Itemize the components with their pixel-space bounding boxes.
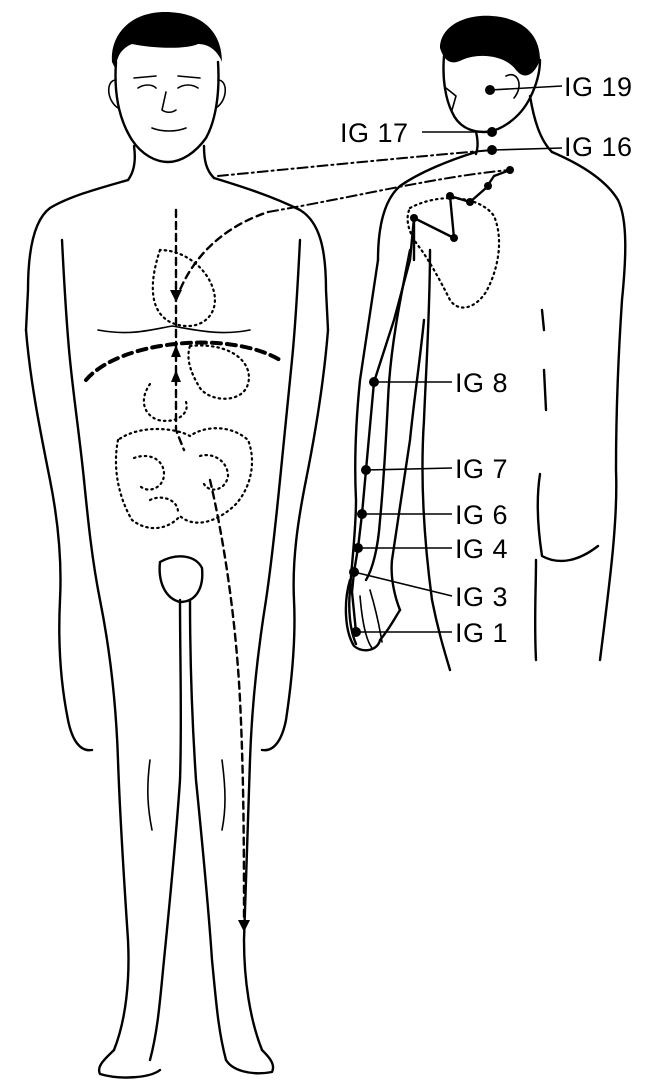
front-torso-right — [280, 240, 300, 480]
point-scapula-4[interactable] — [446, 192, 454, 200]
arrow-3 — [171, 370, 181, 382]
label-ig17: IG 17 — [340, 120, 409, 147]
duodenum-outline — [144, 384, 187, 421]
label-ig3: IG 3 — [455, 584, 508, 611]
arrow-2 — [171, 345, 181, 357]
back-hair — [440, 16, 540, 76]
front-eye-right — [178, 85, 198, 88]
label-ig8: IG 8 — [455, 370, 508, 397]
connector-shoulder — [268, 170, 510, 212]
back-spine — [542, 310, 546, 410]
stomach-outline — [188, 345, 248, 398]
back-ear — [506, 75, 519, 98]
back-figure — [346, 16, 625, 670]
meridian-vertical — [176, 210, 184, 450]
front-foot-right — [226, 1050, 273, 1073]
front-figure — [26, 12, 328, 1077]
meridian-to-shoulder — [176, 212, 268, 300]
front-inner-leg-right — [190, 600, 226, 1060]
front-hair — [112, 12, 222, 70]
heart-outline — [153, 250, 215, 326]
label-ig19: IG 19 — [564, 74, 633, 101]
front-neck-right — [204, 146, 214, 178]
front-inner-leg-left — [150, 600, 181, 1060]
leader-ig16 — [492, 148, 562, 150]
arm-meridian — [352, 218, 414, 632]
front-knee-left — [148, 760, 152, 830]
small-intestine-outline — [116, 428, 252, 528]
leader-ig19 — [490, 86, 562, 90]
point-scapula-5[interactable] — [450, 234, 458, 242]
intestine-coil-1 — [134, 456, 164, 490]
front-neck-left — [128, 146, 135, 180]
front-shoulder-right — [214, 178, 328, 330]
front-knee-right — [222, 760, 225, 830]
scapula-outline — [408, 198, 499, 307]
leader-ig7 — [366, 468, 452, 470]
front-pectoral — [98, 326, 250, 333]
label-ig4: IG 4 — [455, 536, 508, 563]
label-ig6: IG 6 — [455, 502, 508, 529]
back-shoulder — [378, 152, 476, 260]
arrow-1 — [170, 290, 182, 302]
label-ig1: IG 1 — [455, 620, 508, 647]
back-arm-body-edge — [422, 250, 450, 670]
back-right-side — [552, 152, 625, 660]
back-neck — [476, 96, 552, 154]
intestine-coil-3 — [150, 498, 178, 512]
back-left-leg — [535, 560, 536, 660]
front-nose — [162, 92, 176, 112]
front-hip-right — [244, 480, 280, 1050]
diaphragm-line — [86, 343, 280, 380]
back-buttock — [538, 474, 598, 561]
point-scapula-2[interactable] — [484, 182, 492, 190]
front-hip-left — [84, 480, 128, 1050]
leader-ig3 — [354, 572, 452, 596]
front-brow-right — [178, 76, 200, 78]
front-torso-left — [62, 240, 84, 480]
arrow-4 — [238, 920, 250, 932]
connector-neck — [218, 150, 492, 176]
point-scapula-6[interactable] — [410, 214, 418, 222]
front-eye-left — [138, 85, 156, 88]
front-arm-left — [26, 330, 92, 750]
meridian-to-foot — [210, 480, 244, 925]
scapular-meridian — [414, 170, 510, 260]
front-arm-right — [262, 330, 328, 750]
point-scapula-3[interactable] — [466, 198, 474, 206]
front-groin — [160, 556, 203, 602]
front-shoulder-left — [26, 180, 128, 330]
front-mouth — [152, 128, 186, 131]
back-arm-inner — [392, 320, 424, 610]
label-ig7: IG 7 — [455, 456, 508, 483]
label-ig16: IG 16 — [564, 134, 633, 161]
front-brow-left — [134, 76, 156, 78]
back-fingers — [360, 590, 382, 648]
intestine-coil-2 — [200, 455, 228, 489]
